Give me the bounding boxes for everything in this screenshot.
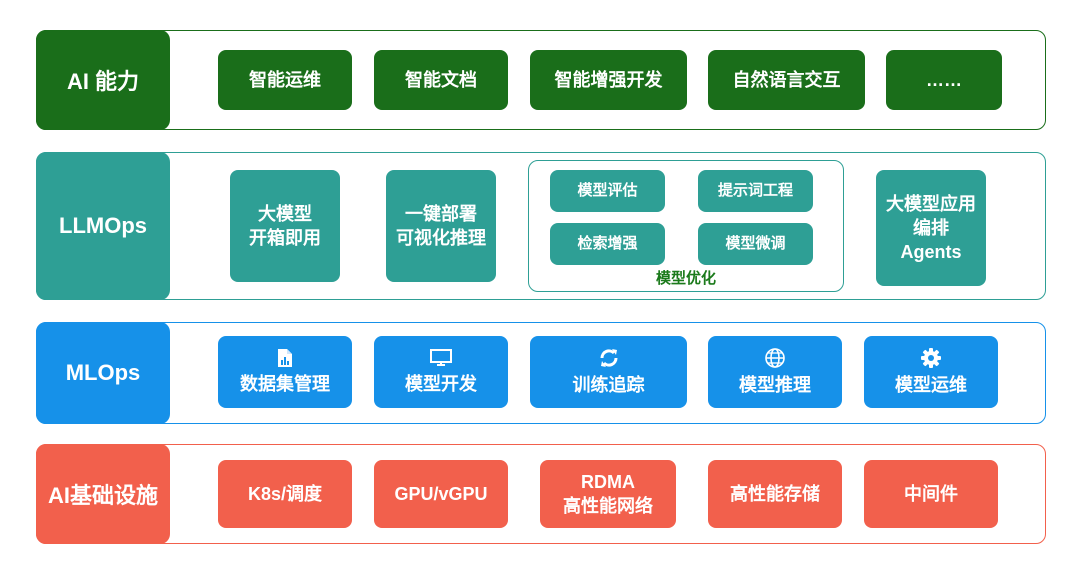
opt-item-finetune: 模型微调 (698, 223, 813, 265)
ml-item-dev: 模型开发 (374, 336, 508, 408)
llm-box-out-of-box: 大模型 开箱即用 (230, 170, 340, 282)
ml-item-tracking-label: 训练追踪 (572, 374, 645, 395)
ml-item-ops: 模型运维 (864, 336, 998, 408)
infra-label: AI基础设施 (36, 444, 170, 544)
ml-item-dataset-label: 数据集管理 (240, 373, 330, 394)
ml-item-tracking: 训练追踪 (530, 336, 687, 408)
ai-item-nl: 自然语言交互 (708, 50, 865, 110)
sync-icon (598, 347, 620, 369)
infra-item-storage-label: 高性能存储 (730, 483, 820, 504)
infra-item-k8s-label: K8s/调度 (247, 483, 323, 504)
opt-item-prompt: 提示词工程 (698, 170, 813, 212)
ml-item-dev-label: 模型开发 (405, 373, 477, 394)
ml-item-ops-label: 模型运维 (895, 374, 967, 395)
llm-box-agents-line1: 大模型应用 (886, 193, 976, 214)
ai-capability-label: AI 能力 (36, 30, 170, 130)
opt-item-rag: 检索增强 (550, 223, 665, 265)
ai-item-ops: 智能运维 (218, 50, 352, 110)
globe-icon (764, 347, 786, 369)
llm-box-agents-line2: 编排 (913, 217, 949, 238)
ai-item-more: …… (886, 50, 1002, 110)
llm-box-deploy-line2: 可视化推理 (396, 228, 486, 248)
ml-item-dataset: 数据集管理 (218, 336, 352, 408)
mlops-label: MLOps (36, 322, 170, 424)
llm-box-agents: 大模型应用 编排 Agents (876, 170, 986, 286)
infra-item-gpu: GPU/vGPU (374, 460, 508, 528)
infra-item-middleware-label: 中间件 (904, 483, 958, 504)
ai-item-dev: 智能增强开发 (530, 50, 687, 110)
monitor-icon (429, 348, 453, 368)
infra-item-rdma-line2: 高性能网络 (563, 496, 653, 516)
llm-box-out-of-box-line1: 大模型 (258, 203, 312, 224)
ml-item-inference-label: 模型推理 (739, 374, 811, 395)
model-optimization-title: 模型优化 (655, 270, 716, 287)
llmops-label: LLMOps (36, 152, 170, 300)
llm-box-out-of-box-line2: 开箱即用 (249, 228, 321, 248)
model-optimization-group (528, 160, 844, 292)
infra-item-k8s: K8s/调度 (218, 460, 352, 528)
ai-item-docs: 智能文档 (374, 50, 508, 110)
opt-item-evaluate: 模型评估 (550, 170, 665, 212)
infra-item-middleware: 中间件 (864, 460, 998, 528)
llm-box-deploy-line1: 一键部署 (405, 203, 477, 224)
document-chart-icon (276, 348, 294, 368)
ml-item-inference: 模型推理 (708, 336, 842, 408)
llm-box-deploy: 一键部署 可视化推理 (386, 170, 496, 282)
infra-item-storage: 高性能存储 (708, 460, 842, 528)
llm-box-agents-line3: Agents (900, 242, 962, 263)
infra-item-rdma: RDMA 高性能网络 (540, 460, 676, 528)
gear-icon (920, 347, 942, 369)
infra-item-gpu-label: GPU/vGPU (394, 483, 488, 504)
infra-item-rdma-line1: RDMA (581, 471, 635, 492)
